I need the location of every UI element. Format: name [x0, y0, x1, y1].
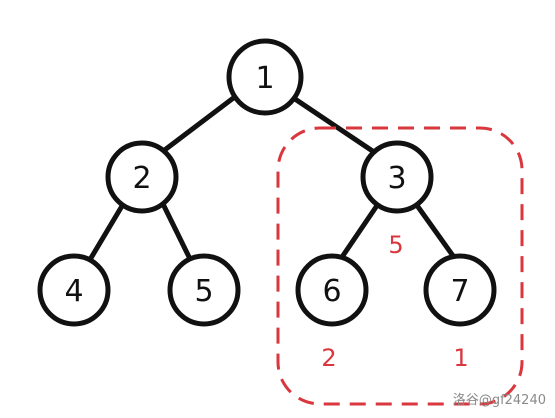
- node-1: 1: [226, 38, 304, 116]
- node-label: 6: [322, 274, 341, 309]
- node-4: 4: [37, 253, 111, 327]
- node-label: 5: [194, 274, 213, 309]
- node-circle: [167, 253, 241, 327]
- node-5: 5: [167, 253, 241, 327]
- annotation-node-6: 2: [321, 344, 336, 372]
- node-label: 7: [450, 274, 469, 309]
- edge-2-4: [85, 203, 125, 266]
- node-label: 3: [387, 161, 406, 196]
- edge-3-6: [337, 204, 379, 263]
- node-label: 2: [132, 161, 151, 196]
- watermark: 洛谷@gf24240: [453, 393, 546, 408]
- edge-1-2: [159, 93, 239, 155]
- annotation-node-3: 5: [388, 231, 403, 259]
- node-circle: [360, 140, 434, 214]
- node-label: 1: [255, 61, 274, 96]
- node-circle: [105, 140, 179, 214]
- edge-2-5: [161, 203, 195, 266]
- node-label: 4: [64, 274, 83, 309]
- node-6: 6: [295, 253, 369, 327]
- node-circle: [295, 253, 369, 327]
- node-circle: [226, 38, 304, 116]
- node-2: 2: [105, 140, 179, 214]
- edge-1-3: [289, 94, 377, 155]
- node-7: 7: [423, 253, 497, 327]
- node-circle: [423, 253, 497, 327]
- node-circle: [37, 253, 111, 327]
- edges: [85, 93, 459, 266]
- edge-3-7: [413, 201, 459, 263]
- annotation-node-7: 1: [453, 344, 468, 372]
- node-3: 3: [360, 140, 434, 214]
- highlight-region: [276, 126, 524, 406]
